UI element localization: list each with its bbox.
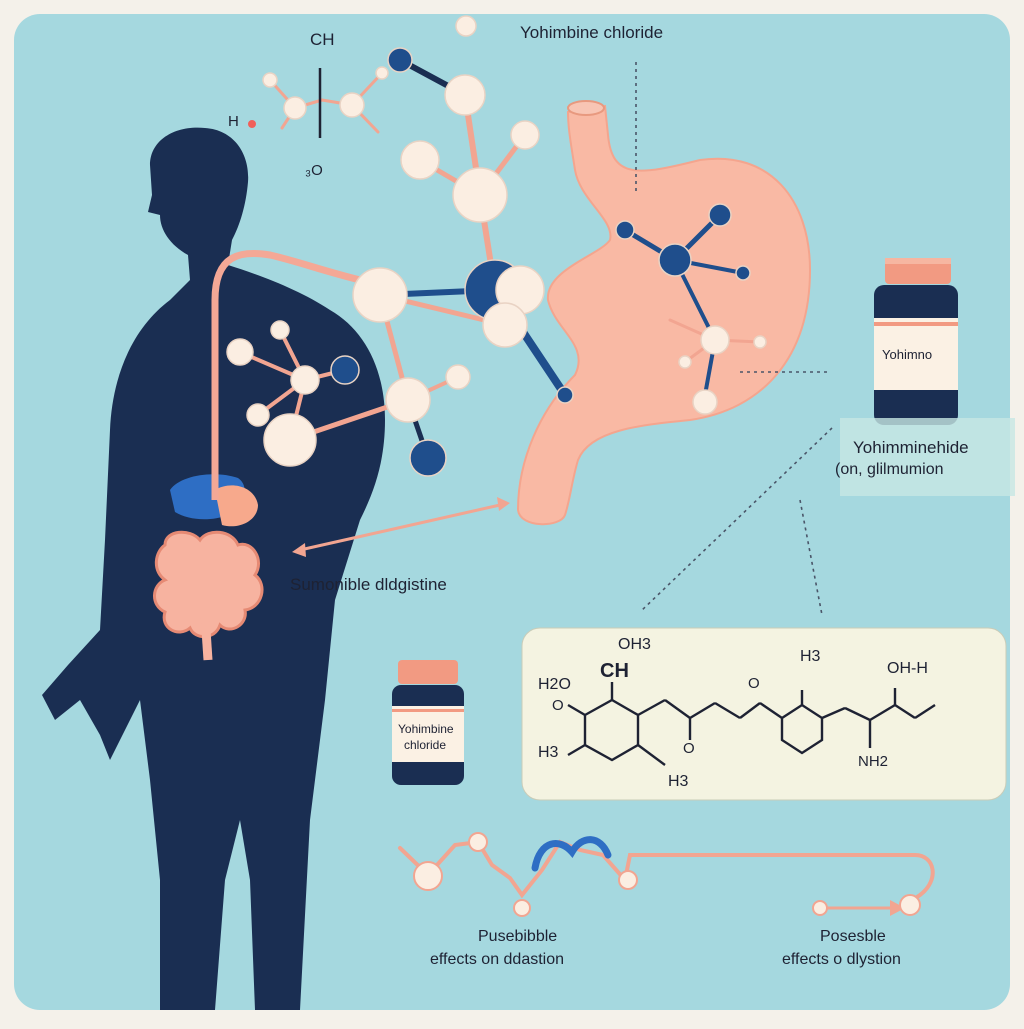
formula-o-left: O	[552, 697, 564, 714]
effects-left-line2: effects on ddastion	[430, 951, 565, 968]
side-caption-line1: Yohimminehide	[853, 438, 969, 457]
pill-bottle-icon	[392, 660, 464, 785]
leader-lines	[635, 62, 833, 616]
molecule-atoms	[226, 15, 767, 477]
bottle-left-line2: chloride	[404, 738, 447, 752]
formula-ho-bottom: H3	[538, 744, 559, 761]
pill-bottle-icon	[874, 258, 958, 425]
effects-right-line2: effects o dlystion	[782, 951, 901, 968]
intestine-icon	[153, 530, 264, 661]
formula-oh-h: OH-H	[887, 660, 928, 677]
effects-flow-nodes	[413, 832, 921, 917]
structural-formula	[567, 682, 936, 766]
effects-flow	[398, 836, 935, 916]
digestion-arrow	[292, 497, 510, 557]
stomach-icon	[516, 100, 812, 526]
pathway-tube	[211, 249, 361, 500]
bottle-left-line1: Yohimbine	[398, 722, 454, 736]
label-ch: CH	[310, 30, 335, 49]
bottle-right-label: Yohimno	[882, 347, 933, 362]
effects-left-line1: Pusebibble	[478, 928, 558, 945]
intestine-caption: Sumonible dldgistine	[290, 575, 447, 594]
formula-ch: CH	[600, 660, 629, 682]
diagram-title: Yohimbine chloride	[520, 23, 664, 42]
formula-h2o: H2O	[538, 676, 571, 693]
label-h: H	[228, 113, 239, 130]
formula-o-mid: O	[683, 740, 695, 757]
formula-h3-mid: H3	[800, 648, 821, 665]
caption-background	[840, 418, 1015, 496]
structure-panel	[521, 627, 1007, 801]
gallbladder-icon	[215, 485, 258, 527]
formula-h3-bottom: H3	[668, 773, 689, 790]
side-caption-line2: (on, glilmumion	[835, 461, 944, 478]
formula-ch3-top: OH3	[618, 636, 651, 653]
formula-o-right: O	[748, 675, 760, 692]
effects-right-line1: Posesble	[820, 928, 886, 945]
label-o: ₃O	[305, 162, 323, 179]
formula-nh2: NH2	[858, 753, 889, 770]
